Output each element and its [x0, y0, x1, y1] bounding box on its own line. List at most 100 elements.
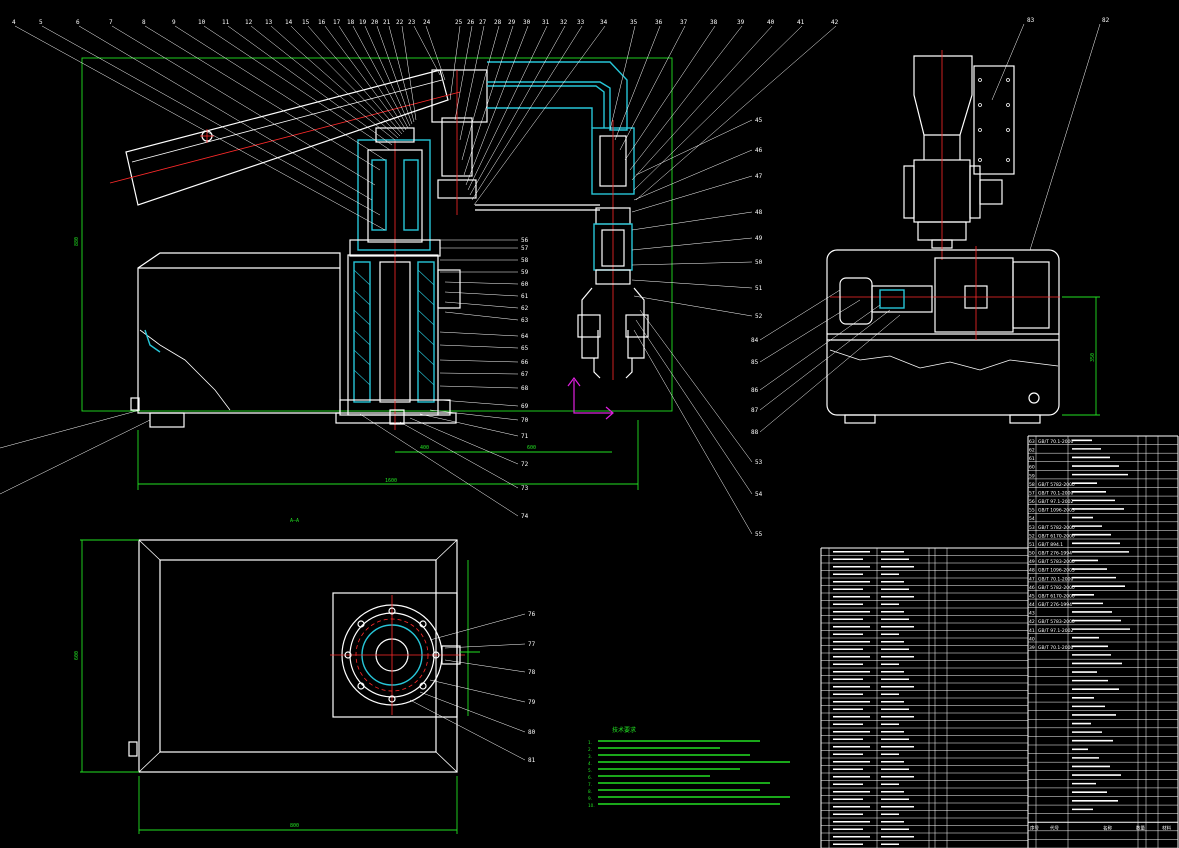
callout-66: 66 [521, 359, 529, 366]
table-row-code: GB/T 70.1-2000 [1038, 490, 1074, 496]
callout-56: 56 [521, 237, 529, 244]
table-row-number: 45 [1029, 593, 1035, 599]
table-row-code: GB/T 70.1-2000 [1038, 576, 1074, 582]
callout-37: 37 [680, 19, 688, 26]
callout-39: 39 [737, 19, 745, 26]
note-line: 8. [588, 789, 592, 794]
table-row-code: GB/T 5782-2000 [1038, 482, 1075, 488]
mid-callout-numbers: 56 57 58 59 60 61 62 63 64 65 66 67 68 6… [521, 237, 529, 520]
table-row-code: GB/T 6170-2000 [1038, 533, 1075, 539]
callout-13: 13 [265, 19, 273, 26]
callout-26: 26 [467, 19, 475, 26]
note-line: 4. [588, 761, 592, 766]
callout-62: 62 [521, 305, 529, 312]
callout-74: 74 [521, 513, 529, 520]
callout-61: 61 [521, 293, 529, 300]
callout-65: 65 [521, 345, 529, 352]
callout-59: 59 [521, 269, 529, 276]
table-row-number: 47 [1029, 576, 1035, 582]
horizontal-arm [475, 61, 628, 211]
note-line: 2. [588, 747, 592, 752]
callout-plan-81: 81 [528, 757, 536, 764]
callout-plan-79: 79 [528, 699, 536, 706]
callout-25: 25 [455, 19, 463, 26]
callout-11: 11 [222, 19, 230, 26]
callout-48: 48 [755, 209, 763, 216]
table-row-code: GB/T 5783-2000 [1038, 559, 1075, 565]
feed-chute [109, 69, 461, 206]
callout-73: 73 [521, 485, 529, 492]
callout-50: 50 [755, 259, 763, 266]
callout-34: 34 [600, 19, 608, 26]
coordinate-axis-icon [567, 377, 614, 420]
callout-51: 51 [755, 285, 763, 292]
technical-notes: 技术要求 1. 2. 3. 4. 5. 6. 7. 8. 9. 10. [588, 726, 790, 808]
callout-82: 82 [1102, 17, 1110, 24]
table-row-number: 61 [1029, 456, 1035, 462]
table-row-number: 57 [1029, 490, 1035, 496]
table-row-number: 62 [1029, 448, 1035, 454]
table-row-code: GB/T 70.1-2000 [1038, 439, 1074, 445]
dim-plan-width: 800 [290, 823, 299, 829]
dim-arm-reach: 400 [420, 445, 429, 451]
callout-12: 12 [245, 19, 253, 26]
callout-5: 5 [39, 19, 43, 26]
table-row-number: 53 [1029, 525, 1035, 531]
callout-18: 18 [347, 19, 355, 26]
callout-24: 24 [423, 19, 431, 26]
callout-60: 60 [521, 281, 529, 288]
callout-36: 36 [655, 19, 663, 26]
note-line: 9. [588, 796, 592, 801]
callout-plan-76: 76 [528, 611, 536, 618]
plan-view: 800 600 [74, 539, 480, 834]
table-row-code: GB/T 6170-2000 [1038, 593, 1075, 599]
callout-86: 86 [751, 387, 759, 394]
callout-16: 16 [318, 19, 326, 26]
dim-base-width: 1600 [385, 478, 397, 484]
table-row-number: 42 [1029, 619, 1035, 625]
dim-plan-height: 600 [74, 651, 80, 660]
base-housing [130, 252, 457, 428]
callout-64: 64 [521, 333, 529, 340]
callout-41: 41 [797, 19, 805, 26]
callout-53: 53 [755, 459, 763, 466]
table-row-code: GB/T 97.1-2002 [1038, 628, 1074, 634]
mid-leaders [0, 239, 519, 517]
callout-9: 9 [172, 19, 176, 26]
callout-32: 32 [560, 19, 568, 26]
side-callout-numbers: 84 85 86 87 88 83 82 [751, 17, 1110, 436]
callout-27: 27 [479, 19, 487, 26]
top-callout-numbers: 4 5 6 7 8 9 10 11 12 13 14 15 16 17 18 1… [12, 19, 839, 26]
table-row-code: GB/T 894.1 [1038, 542, 1063, 548]
callout-88: 88 [751, 429, 759, 436]
callout-30: 30 [523, 19, 531, 26]
callout-14: 14 [285, 19, 293, 26]
table-header-c3: 名称 [1103, 824, 1112, 831]
table-row-number: 55 [1029, 508, 1035, 514]
dim-arm-reach2: 600 [527, 445, 536, 451]
callout-46: 46 [755, 147, 763, 154]
right-leaders [631, 119, 753, 535]
table-row-number: 63 [1029, 439, 1035, 445]
callout-87: 87 [751, 407, 759, 414]
callout-4: 4 [12, 19, 16, 26]
callout-69: 69 [521, 403, 529, 410]
callout-49: 49 [755, 235, 763, 242]
top-leaders [14, 25, 837, 231]
callout-33: 33 [577, 19, 585, 26]
callout-57: 57 [521, 245, 529, 252]
dim-side-height: 350 [1090, 353, 1096, 362]
table-header-c2: 代号 [1050, 824, 1059, 831]
table-row-number: 52 [1029, 533, 1035, 539]
callout-63: 63 [521, 317, 529, 324]
note-line: 10. [588, 803, 595, 808]
note-line: 1. [588, 740, 592, 745]
callout-35: 35 [630, 19, 638, 26]
table-header-c5: 材料 [1162, 824, 1171, 831]
table-row-code: GB/T 5783-2000 [1038, 619, 1075, 625]
callout-plan-80: 80 [528, 729, 536, 736]
table-row-number: 56 [1029, 499, 1035, 505]
callout-28: 28 [494, 19, 502, 26]
table-row-code: GB/T 276-1994 [1038, 602, 1072, 608]
callout-22: 22 [396, 19, 404, 26]
